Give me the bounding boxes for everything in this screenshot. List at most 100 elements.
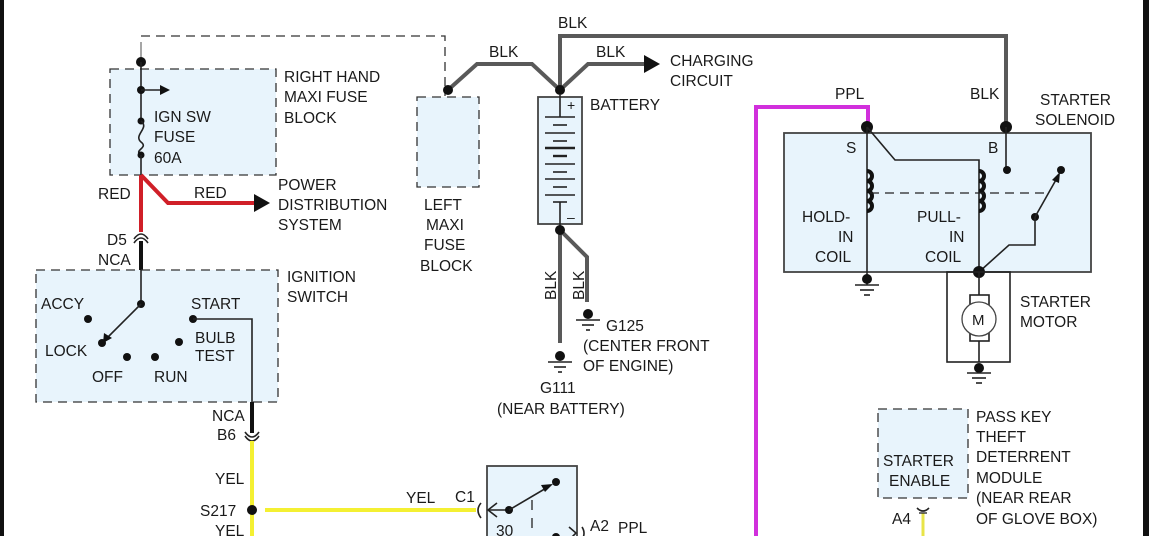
switch-pos-bulb-test-2: TEST (195, 348, 235, 365)
connector-d5-label: D5 (107, 232, 127, 249)
blk-wire-label-charging: BLK (596, 44, 626, 61)
left-fuse-block-label-1: LEFT (424, 197, 462, 214)
fuse-block-link-dashed (141, 35, 446, 96)
left-fuse-block-label-2: MAXI (426, 217, 464, 234)
connector-a2-label: A2 (590, 518, 609, 535)
power-distribution-label-2: DISTRIBUTION (278, 197, 387, 214)
starter-solenoid-label-2: SOLENOID (1035, 112, 1115, 129)
connector-b6-label: B6 (217, 427, 236, 444)
switch-arrow-icon (103, 333, 112, 343)
switch-pos-lock: LOCK (45, 343, 88, 360)
starter-motor-label-1: STARTER (1020, 294, 1091, 311)
switch-pos-off: OFF (92, 369, 123, 386)
arrow-charging-circuit-icon (644, 55, 660, 73)
connector-a4-symbol (916, 507, 930, 512)
battery-ground-wires: BLK BLK G125 (CENTER FRONT OF ENGINE) G1… (497, 225, 710, 418)
ground-g125-label-2: (CENTER FRONT (583, 338, 710, 355)
charging-circuit-label-1: CHARGING (670, 53, 754, 70)
starter-solenoid: S B BLK STARTER SOLENOID HOLD- IN COIL P… (783, 86, 1115, 296)
pull-in-label-3: COIL (925, 249, 962, 266)
battery-negative-junction (555, 225, 565, 235)
red-wire-label-branch: RED (194, 185, 227, 202)
motor-symbol-label: M (972, 312, 985, 329)
switch-pos-run: RUN (154, 369, 188, 386)
blk-wire-label-g125: BLK (571, 270, 588, 300)
splice-s217-label: S217 (200, 503, 236, 520)
fuse-label-line-3: 60A (154, 150, 182, 167)
switch-pos-accy: ACCY (41, 296, 84, 313)
ignition-switch-box (35, 269, 279, 403)
starter-enable-label-1: STARTER (883, 453, 954, 470)
pull-in-label-1: PULL- (917, 209, 961, 226)
left-fuse-block-label-4: BLOCK (420, 258, 473, 275)
pass-key-label-1: PASS KEY (976, 409, 1052, 426)
battery-plus-sign: + (567, 97, 575, 113)
yel-wire-label-lower: YEL (215, 523, 245, 536)
relay-module: C1 30 A2 PPL (455, 465, 648, 536)
yel-wire-label-horizontal: YEL (406, 490, 436, 507)
relay-arrow-icon (486, 502, 498, 518)
starter-enable-label-2: ENABLE (889, 473, 950, 490)
splice-s217 (247, 505, 257, 515)
ground-g125-icon (583, 309, 593, 319)
motor-symbol-icon (961, 301, 997, 337)
charging-circuit-label-2: CIRCUIT (670, 73, 733, 90)
rh-fuse-block-label-3: BLOCK (284, 110, 337, 127)
left-fuse-junction (443, 85, 453, 95)
connector-d5: D5 NCA (98, 232, 149, 270)
arrow-power-distribution-icon (254, 194, 270, 212)
pass-key-label-4: MODULE (976, 470, 1042, 487)
connector-c1-symbol (477, 502, 482, 519)
left-fuse-block-label-3: FUSE (424, 237, 465, 254)
hold-in-label-2: IN (838, 229, 854, 246)
ppl-wire-label-solenoid: PPL (835, 86, 865, 103)
red-wire-label-vertical: RED (98, 186, 131, 203)
starter-motor-label-2: MOTOR (1020, 314, 1077, 331)
ignition-switch: ACCY LOCK OFF RUN START BULB TEST IGNITI… (35, 269, 356, 403)
battery-minus-sign: – (567, 209, 575, 225)
black-wires: BLK BLK BLK CHARGING CIRCUIT (443, 15, 1008, 172)
run-contact (151, 353, 159, 361)
pass-key-module: STARTER ENABLE PASS KEY THEFT DETERRENT … (877, 408, 1097, 536)
ppl-wire-label-relay: PPL (618, 520, 648, 536)
ignition-switch-label-2: SWITCH (287, 289, 348, 306)
blk-wire-label-top: BLK (558, 15, 588, 32)
connector-b6: NCA B6 (212, 402, 260, 444)
pass-key-box (877, 408, 969, 499)
ground-g125-label-1: G125 (606, 318, 644, 335)
blk-wire-label-solenoid: BLK (970, 86, 1000, 103)
power-distribution-label-3: SYSTEM (278, 217, 342, 234)
solenoid-box (783, 132, 1092, 273)
bulb-test-contact (175, 338, 183, 346)
battery-positive-junction (555, 85, 565, 95)
fuse-symbol-icon (137, 120, 145, 156)
accy-contact (84, 315, 92, 323)
battery-label: BATTERY (590, 97, 660, 114)
terminal-b-label: B (988, 140, 998, 157)
pull-in-label-2: IN (949, 229, 965, 246)
connector-c1-label: C1 (455, 489, 475, 506)
connector-d5-nca-label: NCA (98, 252, 131, 269)
yel-wire-label-upper: YEL (215, 471, 245, 488)
connector-a4-label: A4 (892, 511, 911, 528)
pass-key-label-5: (NEAR REAR (976, 490, 1072, 507)
purple-wire: PPL (754, 86, 870, 536)
pass-key-label-6: OF GLOVE BOX) (976, 511, 1097, 528)
pass-key-label-2: THEFT (976, 429, 1026, 446)
switch-pos-start: START (191, 296, 241, 313)
hold-in-label-1: HOLD- (802, 209, 850, 226)
lock-contact (98, 339, 106, 347)
rh-fuse-block-label-1: RIGHT HAND (284, 69, 380, 86)
red-wires: RED RED POWER DISTRIBUTION SYSTEM (98, 173, 387, 234)
starter-solenoid-label-1: STARTER (1040, 92, 1111, 109)
fuse-label-line-1: IGN SW (154, 109, 211, 126)
switch-pos-bulb-test-1: BULB (195, 330, 236, 347)
starter-motor: M STARTER MOTOR (946, 271, 1091, 384)
blk-wire-label-left-fuse: BLK (489, 44, 519, 61)
power-distribution-label-1: POWER (278, 177, 337, 194)
ground-g111-icon (555, 351, 565, 361)
left-maxi-fuse-block: LEFT MAXI FUSE BLOCK (416, 96, 480, 275)
relay-terminal-30: 30 (496, 523, 514, 536)
terminal-s-label: S (846, 140, 856, 157)
